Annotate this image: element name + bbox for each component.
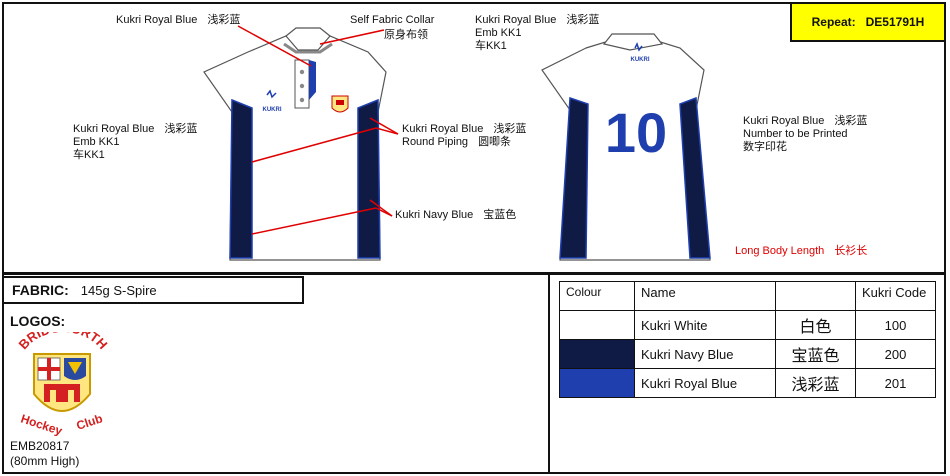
colour-code: 100 <box>855 310 936 340</box>
back-left-panel <box>559 96 589 259</box>
fabric-label: FABRIC: <box>12 282 69 298</box>
colour-name: Kukri Navy Blue <box>634 339 776 369</box>
front-collar <box>285 27 331 51</box>
callout-lines <box>237 25 399 235</box>
back-brand-text: KUKRI <box>631 57 650 63</box>
colour-name: Kukri Royal Blue <box>634 368 776 398</box>
back-shirt: KUKRI 10 <box>541 33 711 261</box>
fabric-value: 145g S-Spire <box>80 282 157 298</box>
front-right-panel <box>357 98 381 259</box>
colour-code: 201 <box>855 368 936 398</box>
front-shirt: KUKRI <box>203 27 387 261</box>
back-number: 10 <box>605 101 667 164</box>
colour-name-cn: 宝蓝色 <box>775 339 856 369</box>
front-left-panel <box>229 98 253 259</box>
col-header-blank <box>775 281 856 311</box>
logo-text-club: Club <box>75 411 105 433</box>
logo-code-number: EMB20817 <box>10 439 70 453</box>
colour-name: Kukri White <box>634 310 776 340</box>
logo-size: (80mm High) <box>10 454 80 468</box>
logo-code: EMB20817 (80mm High) <box>10 439 79 469</box>
back-collar <box>602 33 664 51</box>
svg-text:BRIDGNORTH: BRIDGNORTH <box>15 332 110 352</box>
back-right-panel <box>679 96 711 259</box>
table-row: Kukri White 白色 100 <box>559 310 936 340</box>
colour-table: Colour Name Kukri Code Kukri White 白色 10… <box>559 281 936 398</box>
col-header-code: Kukri Code <box>855 281 936 311</box>
swatch-royal <box>559 368 635 398</box>
col-header-colour: Colour <box>559 281 635 311</box>
logo-text-hockey: Hockey <box>19 412 64 436</box>
logo-text-top: BRIDGNORTH <box>15 332 110 352</box>
repeat-label: Repeat: <box>811 15 856 29</box>
spec-divider <box>548 273 550 474</box>
col-header-name: Name <box>634 281 776 311</box>
spec-panel <box>2 273 946 474</box>
shirt-drawings: KUKRI KUKRI 10 <box>203 25 711 261</box>
club-logo: BRIDGNORTH Hockey Club <box>15 332 110 436</box>
repeat-code: DE51791H <box>865 15 925 29</box>
colour-code: 200 <box>855 339 936 369</box>
callout-collar: Self Fabric Collar 原身布领 <box>350 14 435 41</box>
logos-title: LOGOS: <box>10 313 66 329</box>
table-row: Kukri Navy Blue 宝蓝色 200 <box>559 339 936 369</box>
front-brand-text: KUKRI <box>263 107 282 113</box>
colour-table-header: Colour Name Kukri Code <box>559 281 936 311</box>
swatch-navy <box>559 339 635 369</box>
swatch-white <box>559 310 635 340</box>
back-brand-icon <box>634 42 643 52</box>
table-row: Kukri Royal Blue 浅彩蓝 201 <box>559 368 936 398</box>
colour-name-cn: 浅彩蓝 <box>775 368 856 398</box>
colour-name-cn: 白色 <box>775 310 856 340</box>
repeat-badge: Repeat: DE51791H <box>790 2 946 42</box>
front-crest-icon <box>331 95 349 113</box>
front-brand-icon <box>266 89 277 99</box>
fabric-row: FABRIC: 145g S-Spire <box>2 276 304 304</box>
